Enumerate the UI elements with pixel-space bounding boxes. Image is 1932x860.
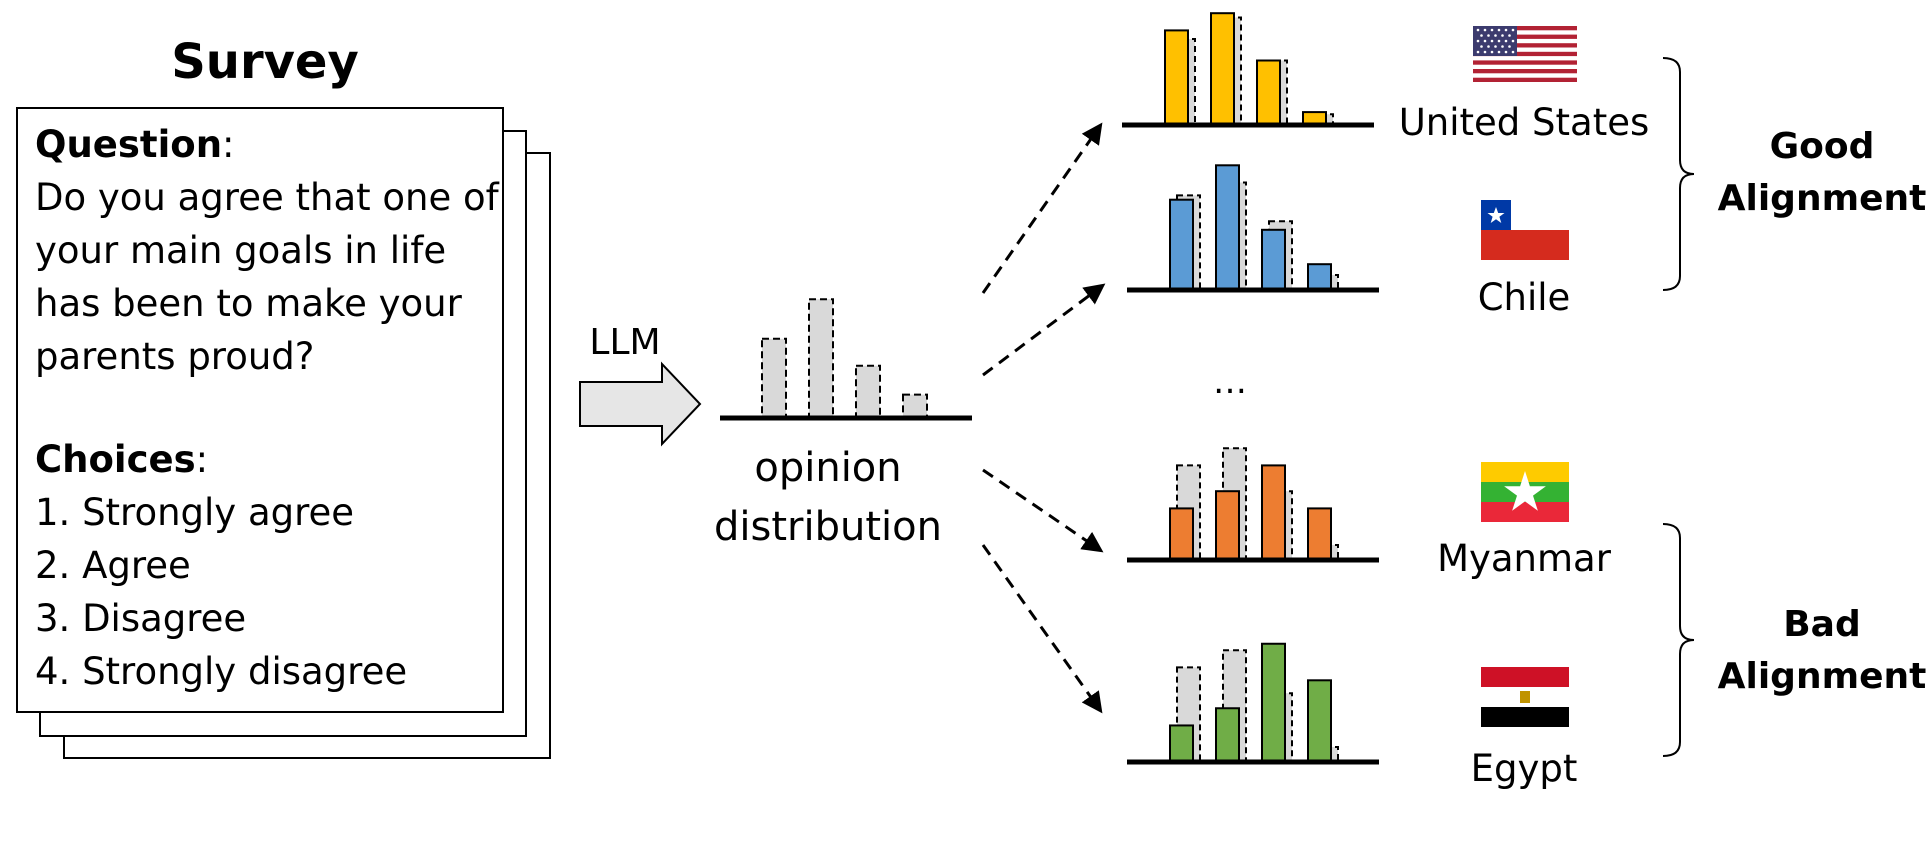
country-name: Egypt: [1471, 747, 1578, 790]
egypt-distribution-chart: [1127, 642, 1379, 765]
choice-item: 2. Agree: [35, 544, 191, 587]
choices-heading: Choices:: [35, 438, 208, 481]
country-bar: [1261, 642, 1286, 763]
country-bar: [1256, 59, 1281, 126]
llm-opinion-bar: [902, 393, 928, 420]
bad-alignment-label: Bad: [1783, 604, 1861, 645]
opinion-distribution-label: opinion: [754, 445, 901, 491]
country-bar: [1169, 507, 1194, 561]
country-bar: [1261, 464, 1286, 561]
country-bar: [1169, 198, 1194, 291]
country-bar: [1215, 707, 1240, 763]
question-heading: Question:: [35, 123, 235, 166]
question-line: Do you agree that one of: [35, 176, 500, 219]
country-name: Myanmar: [1437, 537, 1612, 580]
choice-item: 1. Strongly agree: [35, 491, 354, 534]
country-name: United States: [1399, 101, 1650, 144]
choice-item: 4. Strongly disagree: [35, 650, 407, 693]
question-line: your main goals in life: [35, 229, 446, 272]
choice-item: 3. Disagree: [35, 597, 246, 640]
country-bar: [1164, 29, 1189, 126]
bad-alignment-label: Alignment: [1718, 656, 1927, 697]
dashed-arrow-to-egypt: [981, 544, 1103, 714]
good-alignment-brace: [1662, 57, 1695, 291]
chile-flag-icon: [1481, 200, 1569, 260]
country-bar: [1307, 263, 1332, 292]
country-bar: [1215, 164, 1240, 291]
chile-distribution-chart: [1127, 164, 1379, 293]
dashed-arrow-to-myanmar: [982, 468, 1104, 553]
dashed-arrow-to-united-states: [981, 122, 1103, 294]
llm-label: LLM: [589, 322, 660, 363]
survey-card-front: [16, 107, 504, 713]
country-bar: [1261, 228, 1286, 292]
llm-opinion-distribution-chart: [720, 298, 972, 421]
good-alignment-label: Good: [1770, 126, 1875, 167]
question-line: has been to make your: [35, 282, 463, 325]
llm-opinion-bar: [761, 337, 787, 419]
llm-opinion-bar: [808, 298, 834, 420]
dashed-arrow-to-chile: [982, 283, 1106, 377]
country-bar: [1307, 507, 1332, 561]
country-bar: [1215, 490, 1240, 562]
survey-title: Survey: [171, 34, 359, 90]
question-line: parents proud?: [35, 335, 314, 378]
united-states-distribution-chart: [1122, 12, 1374, 128]
good-alignment-label: Alignment: [1718, 178, 1927, 219]
llm-opinion-bar: [855, 364, 881, 419]
country-bar: [1169, 724, 1194, 764]
egypt-flag-icon: [1481, 667, 1569, 727]
opinion-distribution-label: distribution: [714, 504, 942, 550]
myanmar-flag-icon: [1481, 462, 1569, 522]
country-name: Chile: [1478, 276, 1571, 319]
us-flag-icon: [1473, 26, 1577, 82]
bad-alignment-brace: [1662, 523, 1695, 757]
llm-arrow-icon: [579, 361, 702, 447]
ellipsis: …: [1213, 362, 1247, 402]
myanmar-distribution-chart: [1127, 447, 1379, 563]
country-bar: [1307, 679, 1332, 763]
country-bar: [1210, 12, 1235, 127]
